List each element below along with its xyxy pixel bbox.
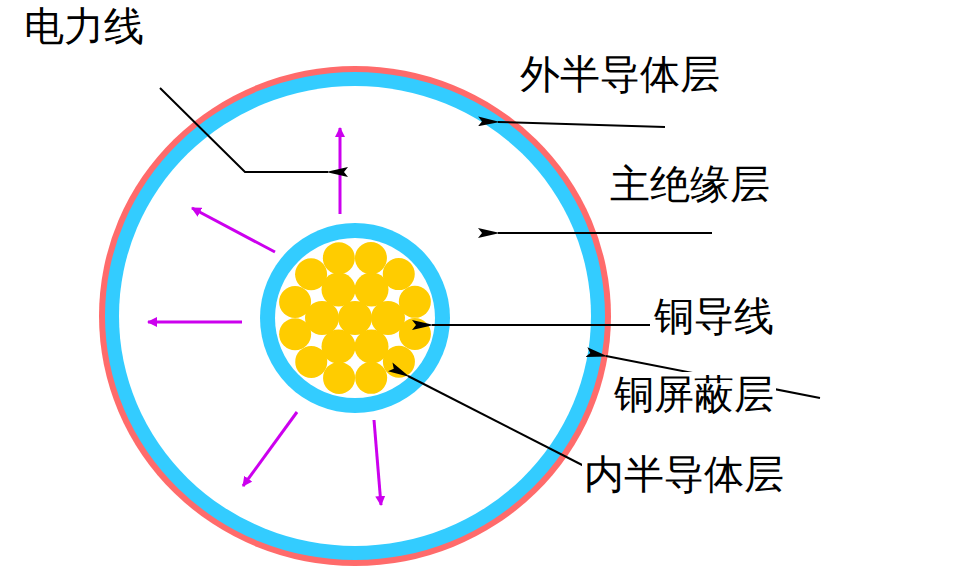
copper-strand — [295, 346, 327, 378]
leader-lines — [160, 88, 820, 468]
field-lines — [148, 128, 381, 505]
copper-strand — [279, 286, 311, 318]
label-insulation: 主绝缘层 — [608, 162, 772, 206]
copper-strand — [383, 258, 415, 290]
conductor-core — [275, 238, 435, 398]
copper-strand — [355, 362, 387, 394]
label-outer-semiconductor: 外半导体层 — [518, 52, 722, 96]
copper-strand — [399, 286, 431, 318]
copper-strand — [355, 242, 387, 274]
inner-semiconductor — [260, 223, 450, 413]
copper-strand — [295, 258, 327, 290]
outer-semiconductor — [105, 72, 605, 560]
copper-strand — [383, 346, 415, 378]
copper-strand — [338, 301, 372, 335]
copper-strands — [279, 242, 431, 394]
copper-shield — [99, 66, 611, 566]
label-inner-semiconductor: 内半导体层 — [582, 452, 786, 496]
copper-strand — [323, 362, 355, 394]
copper-strand — [323, 242, 355, 274]
label-shield: 铜屏蔽层 — [612, 372, 776, 416]
label-field-line: 电力线 — [22, 4, 146, 48]
main-insulation — [119, 86, 591, 546]
copper-strand — [399, 318, 431, 350]
copper-strand — [279, 318, 311, 350]
label-conductor: 铜导线 — [652, 294, 776, 338]
